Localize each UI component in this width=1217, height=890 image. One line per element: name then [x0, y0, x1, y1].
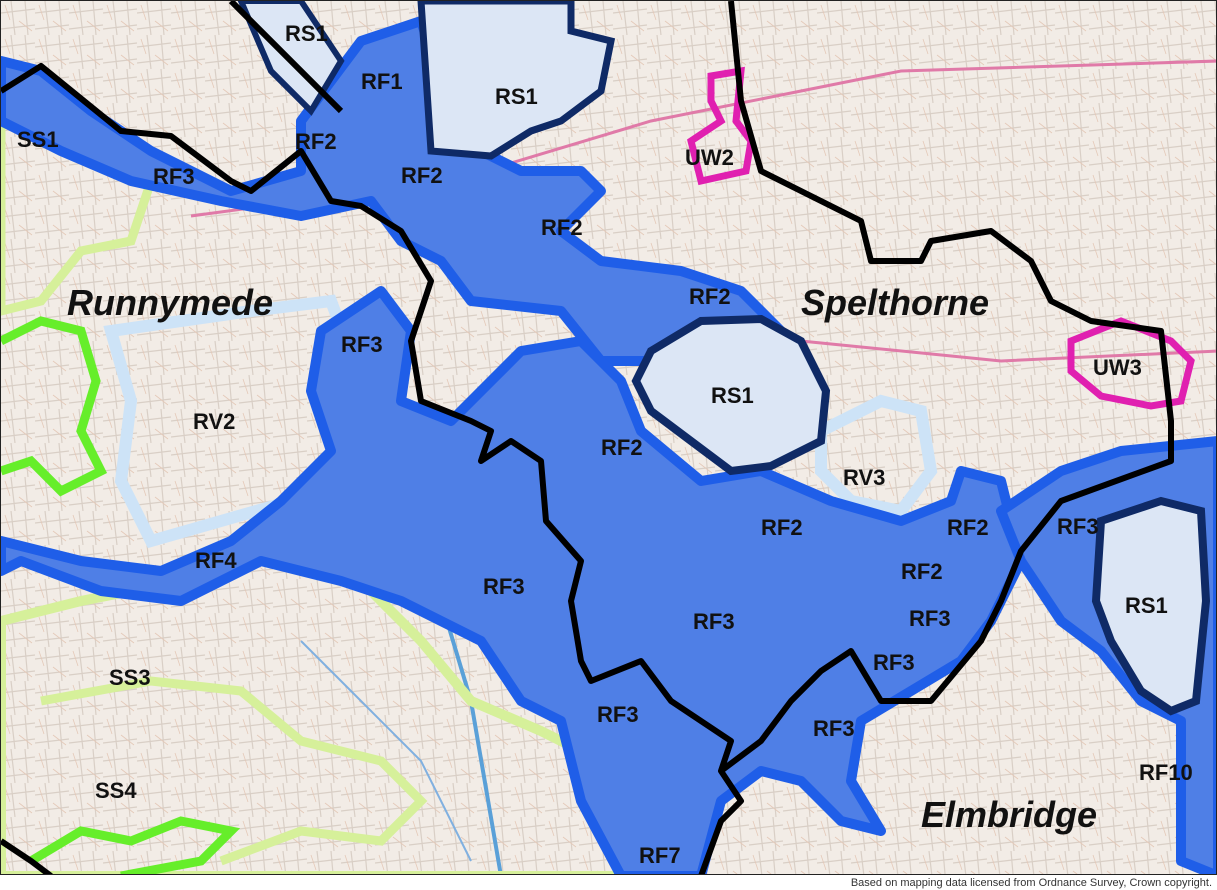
zone-label-ss1: SS1 — [17, 127, 59, 152]
zone-label-rf4: RF4 — [195, 548, 237, 573]
zone-label-rf2: RF2 — [689, 284, 731, 309]
district-boundary — [719, 1, 1174, 774]
district-label-spelthorne: Spelthorne — [801, 282, 989, 323]
canal — [300, 640, 472, 862]
zone-label-rf2: RF2 — [601, 435, 643, 460]
zone-label-ss4: SS4 — [95, 778, 137, 803]
fluvial-zone-central — [1, 286, 1026, 874]
reservoir-rs1-central — [631, 314, 831, 476]
zone-label-uw3: UW3 — [1093, 355, 1142, 380]
zone-label-rs1: RS1 — [711, 383, 754, 408]
zone-label-rf2: RF2 — [295, 129, 337, 154]
zone-label-uw2: UW2 — [685, 145, 734, 170]
fluvial-zone-north — [1, 16, 786, 366]
zone-label-rf3: RF3 — [873, 650, 915, 675]
reservoir-rs1-north — [417, 1, 616, 160]
zone-label-rf3: RF3 — [483, 574, 525, 599]
zone-label-rf2: RF2 — [761, 515, 803, 540]
map-attribution: Based on mapping data licensed from Ordn… — [850, 877, 1212, 889]
zone-label-rf3: RF3 — [1057, 514, 1099, 539]
zone-label-rf2: RF2 — [401, 163, 443, 188]
zone-label-rs1: RS1 — [1125, 593, 1168, 618]
surface-water-zone-ss3-inner — [40, 676, 428, 866]
surface-water-zone-ss4 — [28, 816, 241, 874]
surface-water-zone-bright — [1, 316, 108, 497]
district-label-elmbridge: Elmbridge — [921, 794, 1097, 835]
zone-label-rf7: RF7 — [639, 843, 681, 868]
zone-label-rf1: RF1 — [361, 69, 403, 94]
district-boundary — [1, 63, 744, 874]
zone-label-rf2: RF2 — [947, 515, 989, 540]
zone-label-rf3: RF3 — [597, 702, 639, 727]
zone-label-rf3: RF3 — [693, 609, 735, 634]
river-valley-zone-rv3 — [815, 394, 938, 518]
zone-label-rf3: RF3 — [909, 606, 951, 631]
zone-label-rf3: RF3 — [153, 164, 195, 189]
zone-label-rf2: RF2 — [901, 559, 943, 584]
district-label-runnymede: Runnymede — [67, 282, 273, 323]
zone-label-rf10: RF10 — [1139, 760, 1193, 785]
zone-label-rf2: RF2 — [541, 215, 583, 240]
zone-label-ss3: SS3 — [109, 665, 151, 690]
zone-label-rs1: RS1 — [285, 21, 328, 46]
zone-label-rv3: RV3 — [843, 465, 885, 490]
zone-label-rf3: RF3 — [341, 332, 383, 357]
zone-label-rf3: RF3 — [813, 716, 855, 741]
district-boundary — [1, 838, 53, 874]
reservoir-rs1-east — [1091, 496, 1211, 716]
zone-label-rs1: RS1 — [495, 84, 538, 109]
zone-label-rv2: RV2 — [193, 409, 235, 434]
district-boundary — [228, 1, 344, 114]
